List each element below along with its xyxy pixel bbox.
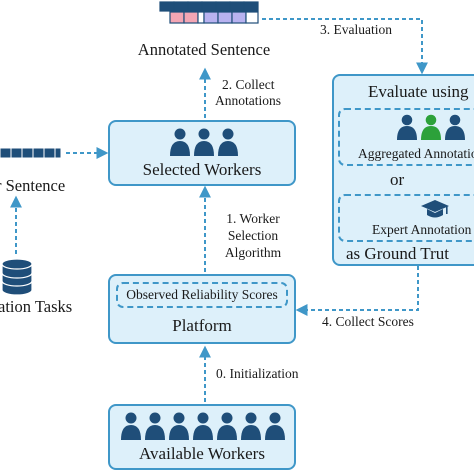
label-cell xyxy=(203,11,219,24)
step-selection-line2: Selection xyxy=(227,228,279,243)
edge-collect-scores xyxy=(295,266,419,316)
person-icon xyxy=(145,412,165,440)
person-icon xyxy=(121,412,141,440)
aggregated-box: Aggregated Annotatio xyxy=(338,108,474,166)
worker-group-icon xyxy=(170,128,238,156)
person-icon xyxy=(217,412,237,440)
person-icon xyxy=(218,128,238,156)
token xyxy=(43,147,56,159)
available-workers-box: Available Workers xyxy=(108,404,296,470)
token xyxy=(159,1,175,12)
person-icon xyxy=(170,128,190,156)
platform-title: Platform xyxy=(172,316,232,335)
annotated-sentence-label: Annotated Sentence xyxy=(137,40,271,59)
person-icon xyxy=(169,412,189,440)
token xyxy=(215,1,231,12)
token xyxy=(54,147,62,159)
annotated-sentence-tokens xyxy=(159,1,259,24)
available-workers-title: Available Workers xyxy=(139,444,265,463)
observed-scores-label: Observed Reliability Scores xyxy=(126,287,278,302)
person-icon xyxy=(397,114,417,140)
label-cell xyxy=(245,11,259,24)
token xyxy=(10,147,23,159)
person-icon xyxy=(241,412,261,440)
sentence-left-label: r Sentence xyxy=(0,176,66,195)
selected-workers-box: Selected Workers xyxy=(108,120,296,186)
token xyxy=(187,1,203,12)
step-selection-line1: 1. Worker xyxy=(226,211,280,226)
observed-scores-box: Observed Reliability Scores xyxy=(116,282,288,308)
label-cell xyxy=(217,11,233,24)
or-label: or xyxy=(390,170,405,189)
evaluate-box: Evaluate using Aggregated Annotatio or E… xyxy=(332,74,474,266)
database-icon xyxy=(1,258,33,296)
label-cell xyxy=(231,11,247,24)
step-collect-scores-label: 4. Collect Scores xyxy=(322,314,414,329)
token xyxy=(21,147,34,159)
label-cell xyxy=(169,11,185,24)
person-icon xyxy=(265,412,285,440)
person-icon xyxy=(193,412,213,440)
label-cell xyxy=(197,11,205,24)
step-selection-line3: Algorithm xyxy=(224,245,282,260)
token xyxy=(201,1,217,12)
expert-label: Expert Annotation xyxy=(372,222,472,237)
person-icon xyxy=(421,114,441,140)
worker-crowd-icon xyxy=(121,412,285,440)
token xyxy=(0,147,12,159)
platform-box: Observed Reliability Scores Platform xyxy=(108,274,296,344)
graduation-cap-icon xyxy=(421,200,449,218)
step-collect-annotations-line1: 2. Collect xyxy=(222,77,275,92)
sentence-tokens-left xyxy=(0,147,62,159)
annotation-tasks-label: ation Tasks xyxy=(0,297,73,316)
step-initialization-label: 0. Initialization xyxy=(216,366,299,381)
token xyxy=(229,1,245,12)
aggregated-label: Aggregated Annotatio xyxy=(358,146,474,161)
evaluate-title: Evaluate using xyxy=(368,82,469,101)
aggregated-workers-icon xyxy=(397,114,465,140)
label-cell xyxy=(183,11,199,24)
person-icon xyxy=(194,128,214,156)
ground-truth-label: as Ground Trut xyxy=(346,244,449,263)
step-collect-annotations-line2: Annotations xyxy=(215,93,281,108)
expert-box: Expert Annotation xyxy=(338,194,474,242)
token xyxy=(173,1,189,12)
token xyxy=(243,1,259,12)
step-evaluation-label: 3. Evaluation xyxy=(320,22,392,37)
token xyxy=(32,147,45,159)
person-icon xyxy=(445,114,465,140)
selected-workers-title: Selected Workers xyxy=(142,160,262,179)
